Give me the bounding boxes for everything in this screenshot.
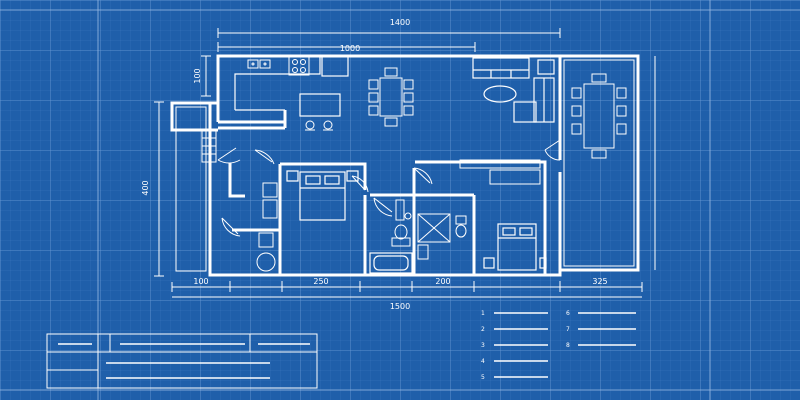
walls [170, 54, 640, 277]
legend-number: 2 [481, 326, 485, 333]
dim-bottom-c: 200 [435, 277, 450, 286]
inner-outline [175, 59, 635, 272]
legend-placeholder-lines [494, 312, 636, 378]
legend-number: 6 [566, 310, 570, 317]
toilet-icon [455, 215, 467, 238]
bed-icon [286, 170, 359, 221]
dim-bottom-b: 250 [313, 277, 328, 286]
bar-stool-icon [305, 120, 333, 131]
coffee-table [483, 85, 517, 103]
dim-bottom-a: 100 [193, 277, 208, 286]
stove-icon [288, 56, 310, 76]
dim-left-small: 100 [193, 68, 202, 83]
bed-icon [483, 223, 547, 271]
door-swings [217, 139, 561, 237]
wardrobe [459, 159, 541, 185]
kitchen-counter [234, 55, 349, 111]
legend-number: 3 [481, 342, 485, 349]
sofa-icon [472, 57, 555, 123]
dim-left-height: 400 [141, 180, 150, 195]
dim-top-overall: 1400 [390, 18, 410, 27]
dining-table-icon [571, 73, 627, 159]
legend-number: 7 [566, 326, 570, 333]
shower [417, 213, 451, 260]
dim-bottom-d: 325 [592, 277, 607, 286]
legend-number: 1 [481, 310, 485, 317]
entry-steps [201, 129, 217, 163]
legend: 1 2 3 4 5 6 7 8 [481, 310, 636, 381]
legend-number: 4 [481, 358, 485, 365]
legend-number: 8 [566, 342, 570, 349]
legend-number: 5 [481, 374, 485, 381]
toilet-icon [391, 199, 412, 247]
kitchen-island [299, 93, 341, 117]
dimension-lines [154, 28, 656, 298]
dim-top-inner: 1000 [340, 44, 360, 53]
bathtub-icon [369, 252, 413, 274]
dining-table-icon [368, 67, 414, 127]
washer-dryer [256, 182, 278, 272]
title-block-placeholder-lines [58, 343, 310, 379]
sink-icon [247, 59, 271, 69]
dim-bottom-total: 1500 [390, 302, 410, 311]
title-block [46, 333, 318, 389]
